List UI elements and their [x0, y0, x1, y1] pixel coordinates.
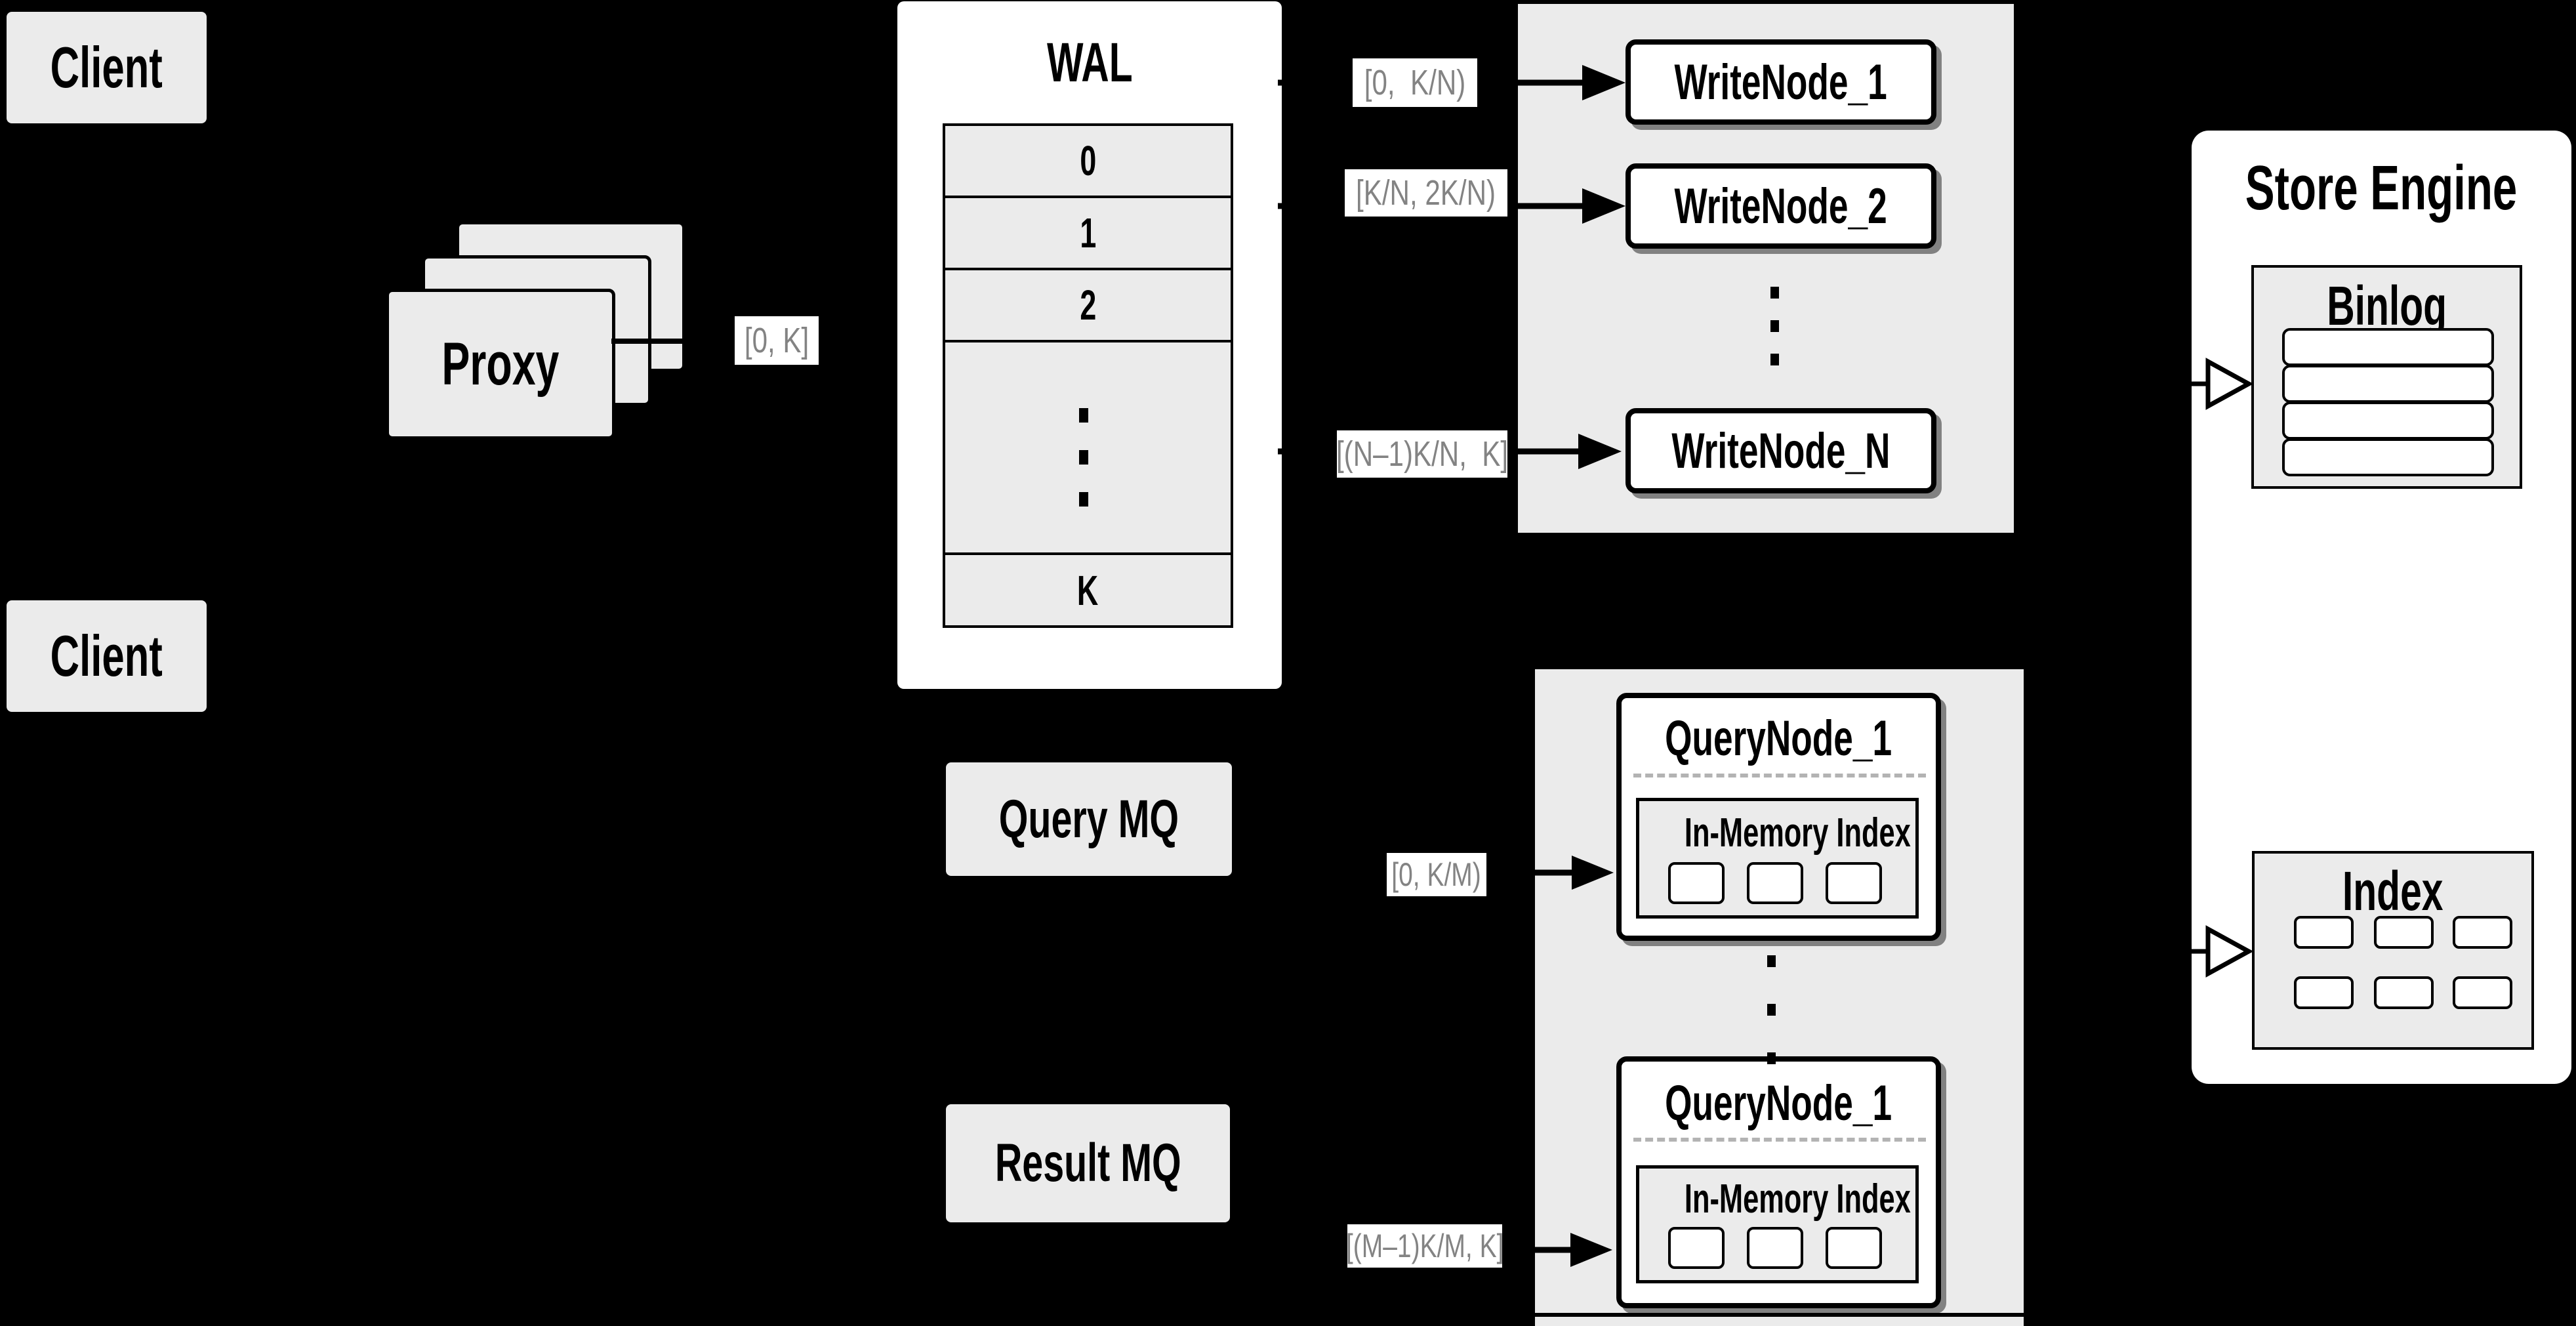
- index-title: Index: [2342, 860, 2443, 922]
- index-square: [2294, 976, 2354, 1009]
- store-engine-title: Store Engine: [2245, 153, 2518, 223]
- in-memory-index-bottom-label: In-Memory Index: [1684, 1176, 1911, 1222]
- wal-row-2: 2: [943, 268, 1233, 342]
- wal-row-k: K: [943, 552, 1233, 628]
- wal-title: WAL: [1046, 31, 1133, 93]
- in-memory-index-top-label: In-Memory Index: [1684, 810, 1911, 856]
- query-node-bottom-label: QueryNode_1: [1665, 1075, 1892, 1131]
- range-label-querynode-bottom: [(M–1)K/M, K]: [1346, 1224, 1503, 1268]
- query-node-vertical-ellipsis: [1767, 955, 1776, 1064]
- write-node-2-box: WriteNode_2: [1625, 163, 1936, 249]
- index-square: [2374, 916, 2434, 949]
- write-node-1-box: WriteNode_1: [1625, 39, 1936, 125]
- write-node-vertical-ellipsis: [1770, 287, 1779, 365]
- arrow-querymq-to-querynode-top: [1488, 856, 1614, 890]
- write-node-2-label: WriteNode_2: [1674, 178, 1888, 234]
- query-node-top-label: QueryNode_1: [1665, 711, 1892, 766]
- proxy-card-front: Proxy: [386, 289, 615, 440]
- client-label-bottom: Client: [50, 623, 163, 688]
- write-node-1-label: WriteNode_1: [1674, 54, 1888, 110]
- range-label-writenode-1: [0, K/N): [1353, 58, 1477, 107]
- segment-square: [1747, 1227, 1803, 1269]
- binlog-row: [2282, 328, 2494, 366]
- write-node-n-box: WriteNode_N: [1625, 408, 1936, 493]
- segment-square: [1668, 862, 1725, 904]
- arrow-resultmq-to-querynode-bottom: [1503, 1233, 1612, 1267]
- segment-square: [1826, 862, 1882, 904]
- index-square: [2453, 976, 2512, 1009]
- result-mq-label: Result MQ: [994, 1133, 1181, 1193]
- write-node-n-label: WriteNode_N: [1671, 423, 1891, 479]
- range-label-writenode-2: [K/N, 2K/N): [1345, 169, 1507, 217]
- binlog-title: Binlog: [2327, 275, 2447, 337]
- segment-square: [1826, 1227, 1882, 1269]
- query-node-bottom-divider: [1633, 1138, 1926, 1142]
- index-box: [2252, 851, 2534, 1050]
- arrow-to-index: [2142, 925, 2254, 978]
- result-mq-box: Result MQ: [946, 1104, 1230, 1222]
- range-label-querynode-top: [0, K/M): [1387, 853, 1486, 896]
- index-square: [2294, 916, 2354, 949]
- query-mq-label: Query MQ: [998, 789, 1179, 849]
- wal-row-ellipsis: [943, 340, 1233, 555]
- binlog-row: [2282, 438, 2494, 476]
- segment-square: [1747, 862, 1803, 904]
- client-label-top: Client: [50, 35, 163, 100]
- index-square: [2374, 976, 2434, 1009]
- index-square: [2453, 916, 2512, 949]
- arrow-to-binlog: [2142, 358, 2254, 410]
- binlog-row: [2282, 402, 2494, 440]
- client-box-top: Client: [7, 12, 207, 123]
- range-label-writenode-n: [(N–1)K/N, K]: [1336, 430, 1508, 478]
- query-node-top-divider: [1633, 774, 1926, 777]
- wal-vertical-ellipsis: [1079, 408, 1088, 507]
- segment-square: [1668, 1227, 1725, 1269]
- range-label-proxy-wal: [0, K]: [735, 316, 819, 365]
- proxy-label: Proxy: [441, 330, 560, 398]
- client-box-bottom: Client: [7, 600, 207, 712]
- query-mq-box: Query MQ: [946, 762, 1232, 876]
